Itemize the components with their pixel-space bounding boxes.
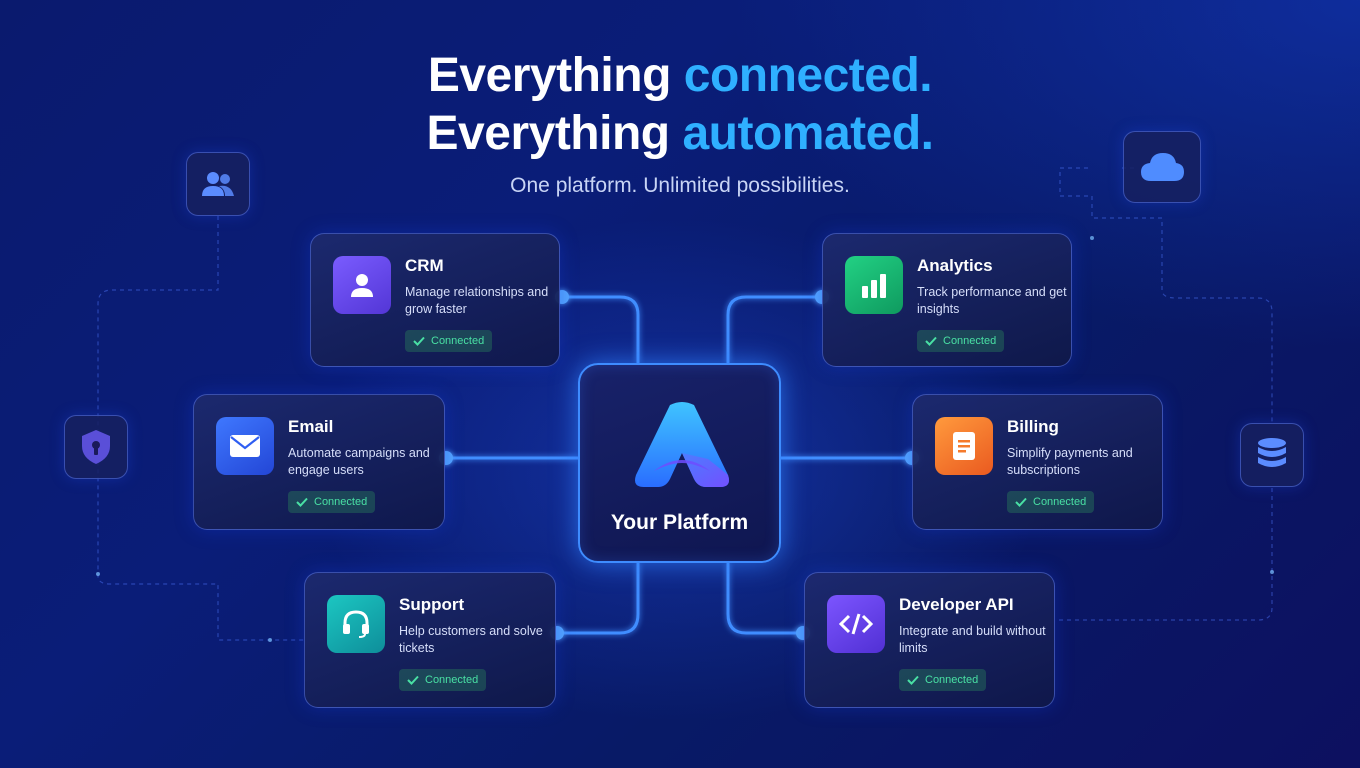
cloud-icon[interactable] (1123, 131, 1201, 203)
headline-line-2: Everything automated. (0, 106, 1360, 162)
status-label: Connected (1033, 496, 1087, 508)
user-icon (333, 256, 391, 314)
card-title: Billing (1007, 417, 1059, 436)
database-icon[interactable] (1240, 423, 1304, 487)
status-label: Connected (425, 674, 479, 686)
check-icon (1015, 497, 1027, 507)
check-icon (907, 675, 919, 685)
status-badge: Connected (288, 491, 376, 513)
headline-line-2-accent: automated. (682, 107, 934, 160)
shield-lock-icon[interactable] (64, 415, 128, 479)
card-title: Analytics (917, 256, 993, 275)
card-description: Manage relationships and grow faster (405, 285, 549, 316)
card-title: Support (399, 595, 465, 614)
headset-icon (327, 595, 385, 653)
card-description: Help customers and solve tickets (399, 624, 543, 655)
card-title: CRM (405, 256, 444, 275)
integration-card-developer-api[interactable]: Developer API Integrate and build withou… (804, 572, 1055, 708)
headline-line-1-accent: connected. (683, 49, 933, 102)
platform-hub[interactable]: Your Platform (578, 363, 781, 563)
status-badge: Connected (899, 669, 987, 691)
status-badge: Connected (405, 330, 493, 352)
check-icon (296, 497, 308, 507)
integration-card-support[interactable]: Support Help customers and solve tickets… (304, 572, 556, 708)
integration-card-crm[interactable]: CRM Manage relationships and grow faster… (310, 233, 560, 367)
status-label: Connected (925, 674, 979, 686)
code-icon (827, 595, 885, 653)
integration-card-email[interactable]: Email Automate campaigns and engage user… (193, 394, 445, 530)
bar-chart-icon (845, 256, 903, 314)
status-label: Connected (314, 496, 368, 508)
check-icon (413, 336, 425, 346)
check-icon (407, 675, 419, 685)
status-badge: Connected (399, 669, 487, 691)
headline-line-2-prefix: Everything (426, 107, 671, 160)
check-icon (925, 336, 937, 346)
document-icon (935, 417, 993, 475)
integration-card-analytics[interactable]: Analytics Track performance and get insi… (822, 233, 1072, 367)
card-description: Automate campaigns and engage users (288, 446, 430, 477)
card-description: Integrate and build without limits (899, 624, 1046, 655)
envelope-icon (216, 417, 274, 475)
status-badge: Connected (917, 330, 1005, 352)
headline-line-1: Everything connected. (0, 48, 1360, 104)
subtitle: One platform. Unlimited possibilities. (510, 174, 850, 197)
status-label: Connected (431, 335, 485, 347)
card-description: Track performance and get insights (917, 285, 1067, 316)
card-description: Simplify payments and subscriptions (1007, 446, 1133, 477)
status-badge: Connected (1007, 491, 1095, 513)
card-title: Email (288, 417, 334, 436)
platform-logo-icon (635, 402, 729, 487)
headline-line-1-prefix: Everything (427, 49, 672, 102)
users-icon[interactable] (186, 152, 250, 216)
integration-card-billing[interactable]: Billing Simplify payments and subscripti… (912, 394, 1163, 530)
status-label: Connected (943, 335, 997, 347)
hub-label: Your Platform (610, 511, 749, 534)
card-title: Developer API (899, 595, 1014, 614)
